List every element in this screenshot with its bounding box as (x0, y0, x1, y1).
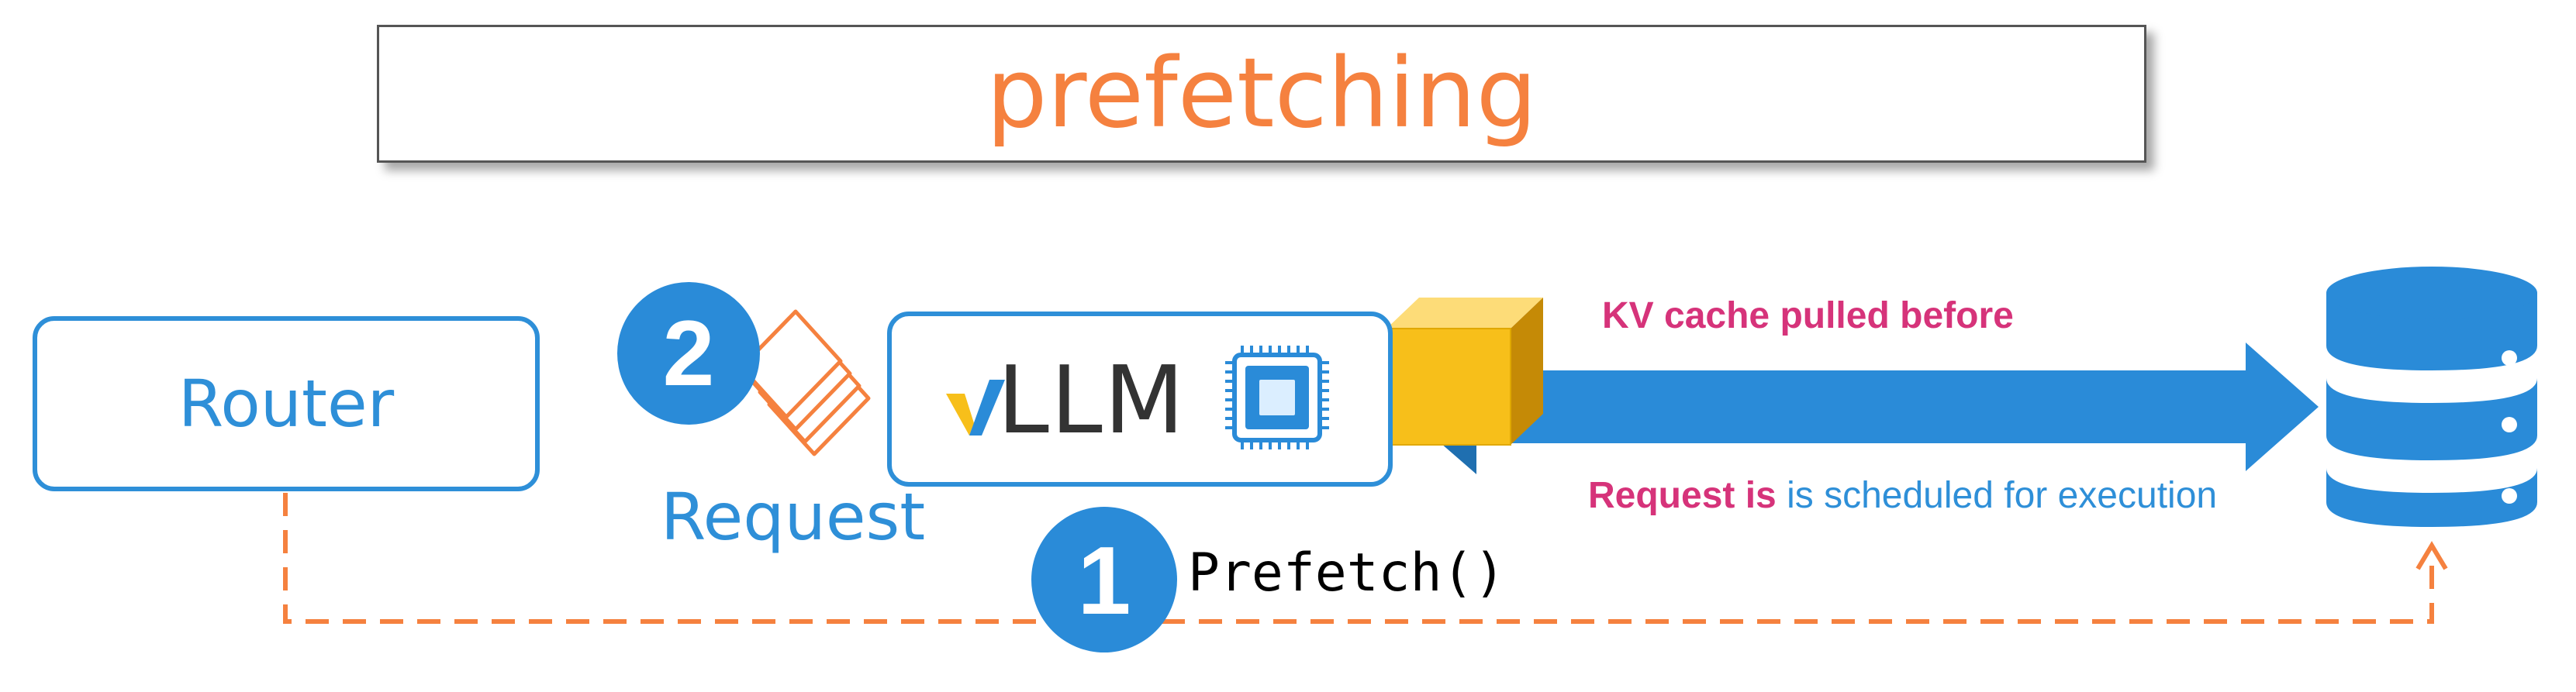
kv-cube-icon (1386, 298, 1543, 446)
router-node: Router (33, 316, 540, 491)
schedule-label: Request is is scheduled for execution (1588, 474, 2217, 517)
vllm-logo-icon (946, 380, 1005, 436)
request-label: Request (661, 479, 926, 555)
vllm-label: LLM (997, 347, 1186, 455)
schedule-label-strong: Request is (1588, 475, 1777, 516)
schedule-label-rest: is scheduled for execution (1776, 475, 2218, 516)
title-box: prefetching (377, 25, 2146, 163)
step-badge-2-number: 2 (663, 301, 715, 405)
step-badge-1: 1 (1031, 507, 1177, 652)
router-label: Router (178, 366, 395, 442)
kv-transfer-arrow (1441, 343, 2319, 474)
page-title: prefetching (986, 38, 1538, 150)
dashed-arrowhead (2415, 541, 2448, 570)
step-badge-1-number: 1 (1078, 528, 1131, 635)
kv-cache-label: KV cache pulled before (1602, 295, 2014, 336)
prefetch-label: Prefetch() (1188, 542, 1506, 604)
request-stack-icon (739, 309, 871, 456)
prefetch-dashed-path (283, 493, 2434, 624)
step-badge-2: 2 (617, 282, 760, 425)
chip-icon (1225, 346, 1329, 449)
database-icon (2326, 267, 2537, 527)
